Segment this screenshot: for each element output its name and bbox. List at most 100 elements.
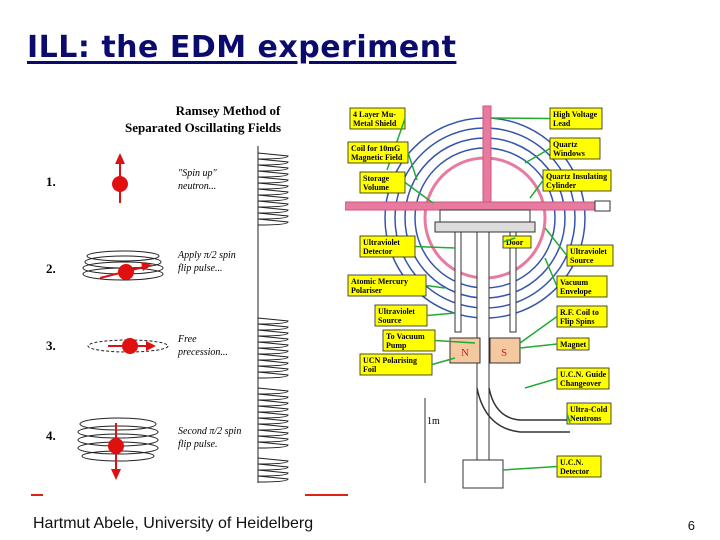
apparatus-label-text: Ultraviolet [363, 238, 400, 247]
step-1-text2: neutron... [178, 181, 216, 192]
storage-electrode [434, 221, 536, 233]
step-3-text1: Free [177, 334, 197, 345]
apparatus-label-text: R.F. Coil to [560, 308, 599, 317]
magnet-south [489, 337, 521, 364]
red-rule-right [305, 494, 348, 496]
apparatus-label-right-7: Magnet [519, 337, 590, 351]
spin-up-neutron [112, 153, 128, 203]
scale-label: 1m [427, 416, 440, 427]
ramsey-heading-line2: Separated Oscillating Fields [125, 120, 281, 135]
apparatus-label-text: Door [506, 238, 524, 247]
high-voltage-lead [482, 105, 492, 203]
apparatus-label-text: Cylinder [546, 181, 577, 190]
axis-end-cap [594, 200, 611, 212]
apparatus-label-right-10: U.C.N.Detector [502, 455, 602, 478]
apparatus-label-text: Quartz Insulating [546, 172, 607, 181]
apparatus-arrow [414, 245, 456, 249]
ramsey-method-diagram: Ramsey Method of Separated Oscillating F… [28, 98, 346, 493]
right-guide [509, 231, 517, 333]
apparatus-label-text: Magnet [560, 340, 587, 349]
spin-down-neutron [108, 423, 124, 480]
apparatus-label-text: Vacuum [560, 278, 588, 287]
apparatus-label-text: Envelope [560, 287, 592, 296]
slide-title: ILL: the EDM experiment [27, 30, 457, 65]
storage-volume-cell [439, 209, 531, 223]
apparatus-label-text: 4 Layer Mu- [353, 110, 396, 119]
apparatus-label-text: Foil [363, 365, 377, 374]
step-3-text2: precession... [177, 347, 228, 358]
step-2-text2: flip pulse... [178, 263, 222, 274]
apparatus-label-text: Detector [560, 467, 590, 476]
red-rule-left [31, 494, 43, 496]
apparatus-label-text: To Vacuum [386, 332, 425, 341]
apparatus-label-text: Magnetic Field [351, 153, 403, 162]
apparatus-arrow [425, 284, 446, 289]
apparatus-arrow [566, 413, 571, 424]
ucn-guide-bend [488, 387, 570, 421]
apparatus-arrow [519, 315, 558, 344]
apparatus-arrow [519, 343, 558, 349]
apparatus-arrow [407, 152, 418, 181]
apparatus-arrow [524, 147, 551, 164]
apparatus-label-text: Changeover [560, 379, 602, 388]
apparatus-label-text: Detector [363, 247, 393, 256]
ucn-detector-body [462, 459, 504, 489]
apparatus-arrow [490, 117, 551, 120]
apparatus-label-text: U.C.N. Guide [560, 370, 607, 379]
apparatus-label-text: Volume [363, 183, 389, 192]
step-number-3: 3. [46, 338, 56, 353]
apparatus-label-text: Flip Spins [560, 317, 594, 326]
apparatus-label-text: Ultra-Cold [570, 405, 608, 414]
magnet-n-label: N [461, 347, 469, 359]
spin-flip-spiral-1 [82, 250, 164, 281]
step-4-text2: flip pulse. [178, 439, 217, 450]
apparatus-label-text: U.C.N. [560, 458, 583, 467]
apparatus-label-text: Lead [553, 119, 571, 128]
apparatus-label-text: Coil for 10mG [351, 144, 400, 153]
ramsey-svg: Ramsey Method of Separated Oscillating F… [46, 103, 289, 483]
apparatus-label-text: Ultraviolet [378, 307, 415, 316]
apparatus-label-text: Ultraviolet [570, 247, 607, 256]
apparatus-arrow [404, 181, 434, 204]
spin-flip-spiral-2 [77, 417, 159, 462]
step-1-text1: "Spin up" [178, 168, 217, 179]
apparatus-arrow [502, 237, 516, 243]
apparatus-label-text: Windows [553, 149, 585, 158]
tilted-neutron [99, 262, 152, 280]
apparatus-label-text: Polariser [351, 286, 383, 295]
apparatus-label-text: Source [378, 316, 402, 325]
apparatus-label-right-3: Door [502, 235, 532, 249]
precession-orbit [87, 338, 169, 354]
apparatus-arrow [544, 227, 568, 256]
ramsey-heading-line1: Ramsey Method of [176, 103, 281, 118]
apparatus-label-text: Storage [363, 174, 390, 183]
apparatus-arrow [431, 357, 456, 366]
step-number-2: 2. [46, 261, 56, 276]
apparatus-label-text: Pump [386, 341, 407, 350]
apparatus-arrow [529, 180, 544, 199]
ucn-guide-bend-outer [476, 387, 570, 433]
apparatus-label-text: Source [570, 256, 594, 265]
left-guide [454, 231, 462, 333]
horizontal-axis-bar [344, 201, 596, 211]
apparatus-arrow [426, 312, 456, 317]
apparatus-label-text: High Voltage [553, 110, 598, 119]
apparatus-arrow [502, 465, 558, 471]
